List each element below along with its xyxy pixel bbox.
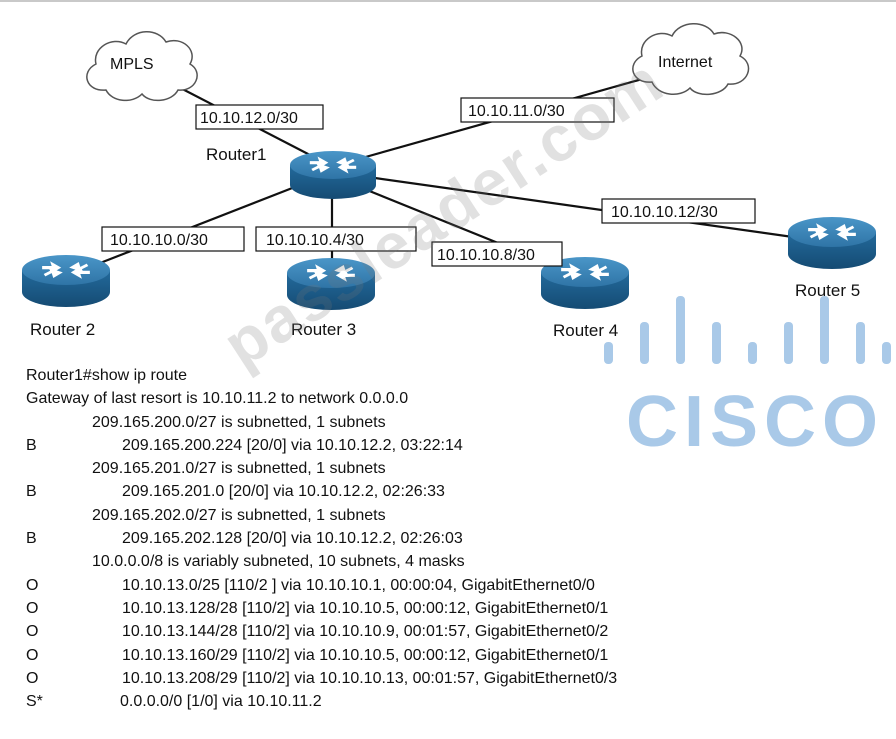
route-text: 209.165.201.0/27 is subnetted, 1 subnets [92, 460, 386, 478]
route-line: 10.0.0.0/8 is variably subneted, 10 subn… [26, 550, 766, 573]
route-text: 10.0.0.0/8 is variably subneted, 10 subn… [92, 553, 465, 571]
route-line: O 10.10.13.208/29 [110/2] via 10.10.10.13… [26, 667, 766, 690]
route-code: O [26, 669, 39, 687]
router2-icon [22, 255, 110, 307]
router3-label: Router 3 [291, 320, 356, 339]
route-code: O [26, 599, 39, 617]
route-text: 10.10.13.144/28 [110/2] via 10.10.10.9, … [122, 623, 609, 641]
cloud-label-internet: Internet [658, 54, 713, 71]
route-line: O 10.10.13.160/29 [110/2] via 10.10.10.5,… [26, 644, 766, 667]
internet-cloud [632, 23, 750, 96]
router1-icon [290, 151, 376, 199]
route-line: 209.165.201.0/27 is subnetted, 1 subnets [26, 457, 766, 480]
route-line: B 209.165.201.0 [20/0] via 10.10.12.2, 02… [26, 480, 766, 503]
route-code: O [26, 623, 39, 641]
route-text: 10.10.13.160/29 [110/2] via 10.10.10.5, … [122, 646, 609, 664]
subnet-label-internet: 10.10.11.0/30 [468, 103, 565, 120]
subnet-label-router4: 10.10.10.8/30 [437, 247, 535, 264]
route-code: O [26, 576, 39, 594]
link-router5 [374, 176, 801, 240]
route-line: O 10.10.13.144/28 [110/2] via 10.10.10.9,… [26, 620, 766, 643]
router5-label: Router 5 [795, 281, 860, 300]
route-code: O [26, 646, 39, 664]
subnet-label-router2: 10.10.10.0/30 [110, 232, 208, 249]
router4-label: Router 4 [553, 321, 618, 340]
route-text: 10.10.13.128/28 [110/2] via 10.10.10.5, … [122, 599, 609, 617]
route-text: 209.165.202.128 [20/0] via 10.10.12.2, 0… [122, 530, 463, 548]
route-line: B 209.165.200.224 [20/0] via 10.10.12.2, … [26, 434, 766, 457]
route-text: Gateway of last resort is 10.10.11.2 to … [26, 390, 409, 408]
route-code: B [26, 483, 37, 501]
router5-icon [788, 217, 876, 269]
subnet-label-router5: 10.10.10.12/30 [611, 204, 718, 221]
cisco-wordmark: CISCO [626, 382, 884, 462]
router1-label: Router1 [206, 145, 266, 164]
route-line: O 10.10.13.128/28 [110/2] via 10.10.10.5,… [26, 597, 766, 620]
cisco-bars [604, 296, 891, 364]
cisco-logo: CISCO [604, 296, 891, 462]
router4-icon [541, 257, 629, 309]
route-code: S* [26, 693, 43, 711]
route-text: 209.165.202.0/27 is subnetted, 1 subnets [92, 506, 386, 524]
route-code: B [26, 436, 37, 454]
route-line: Gateway of last resort is 10.10.11.2 to … [26, 387, 766, 410]
route-text: 0.0.0.0/0 [1/0] via 10.10.11.2 [120, 693, 322, 711]
link-router2 [94, 183, 301, 267]
router3-icon [287, 258, 375, 310]
route-line: S* 0.0.0.0/0 [1/0] via 10.10.11.2 [26, 690, 766, 713]
route-line: Router1#show ip route [26, 364, 766, 387]
route-text: 209.165.200.224 [20/0] via 10.10.12.2, 0… [122, 436, 463, 454]
mpls-cloud [86, 31, 198, 102]
route-code: B [26, 530, 37, 548]
route-text: Router1#show ip route [26, 367, 187, 384]
subnet-label-mpls: 10.10.12.0/30 [200, 110, 298, 127]
route-line: 209.165.202.0/27 is subnetted, 1 subnets [26, 504, 766, 527]
router2-label: Router 2 [30, 320, 95, 339]
route-line: O 10.10.13.0/25 [110/2 ] via 10.10.10.1, … [26, 574, 766, 597]
route-text: 10.10.13.0/25 [110/2 ] via 10.10.10.1, 0… [122, 576, 595, 594]
route-line: 209.165.200.0/27 is subnetted, 1 subnets [26, 411, 766, 434]
cloud-label-mpls: MPLS [110, 56, 154, 73]
route-line: B 209.165.202.128 [20/0] via 10.10.12.2, … [26, 527, 766, 550]
route-text: 10.10.13.208/29 [110/2] via 10.10.10.13,… [122, 669, 618, 687]
route-text: 209.165.201.0 [20/0] via 10.10.12.2, 02:… [122, 483, 445, 501]
route-text: 209.165.200.0/27 is subnetted, 1 subnets [92, 413, 386, 431]
subnet-boxes [101, 97, 756, 267]
subnet-label-router3: 10.10.10.4/30 [266, 232, 364, 249]
